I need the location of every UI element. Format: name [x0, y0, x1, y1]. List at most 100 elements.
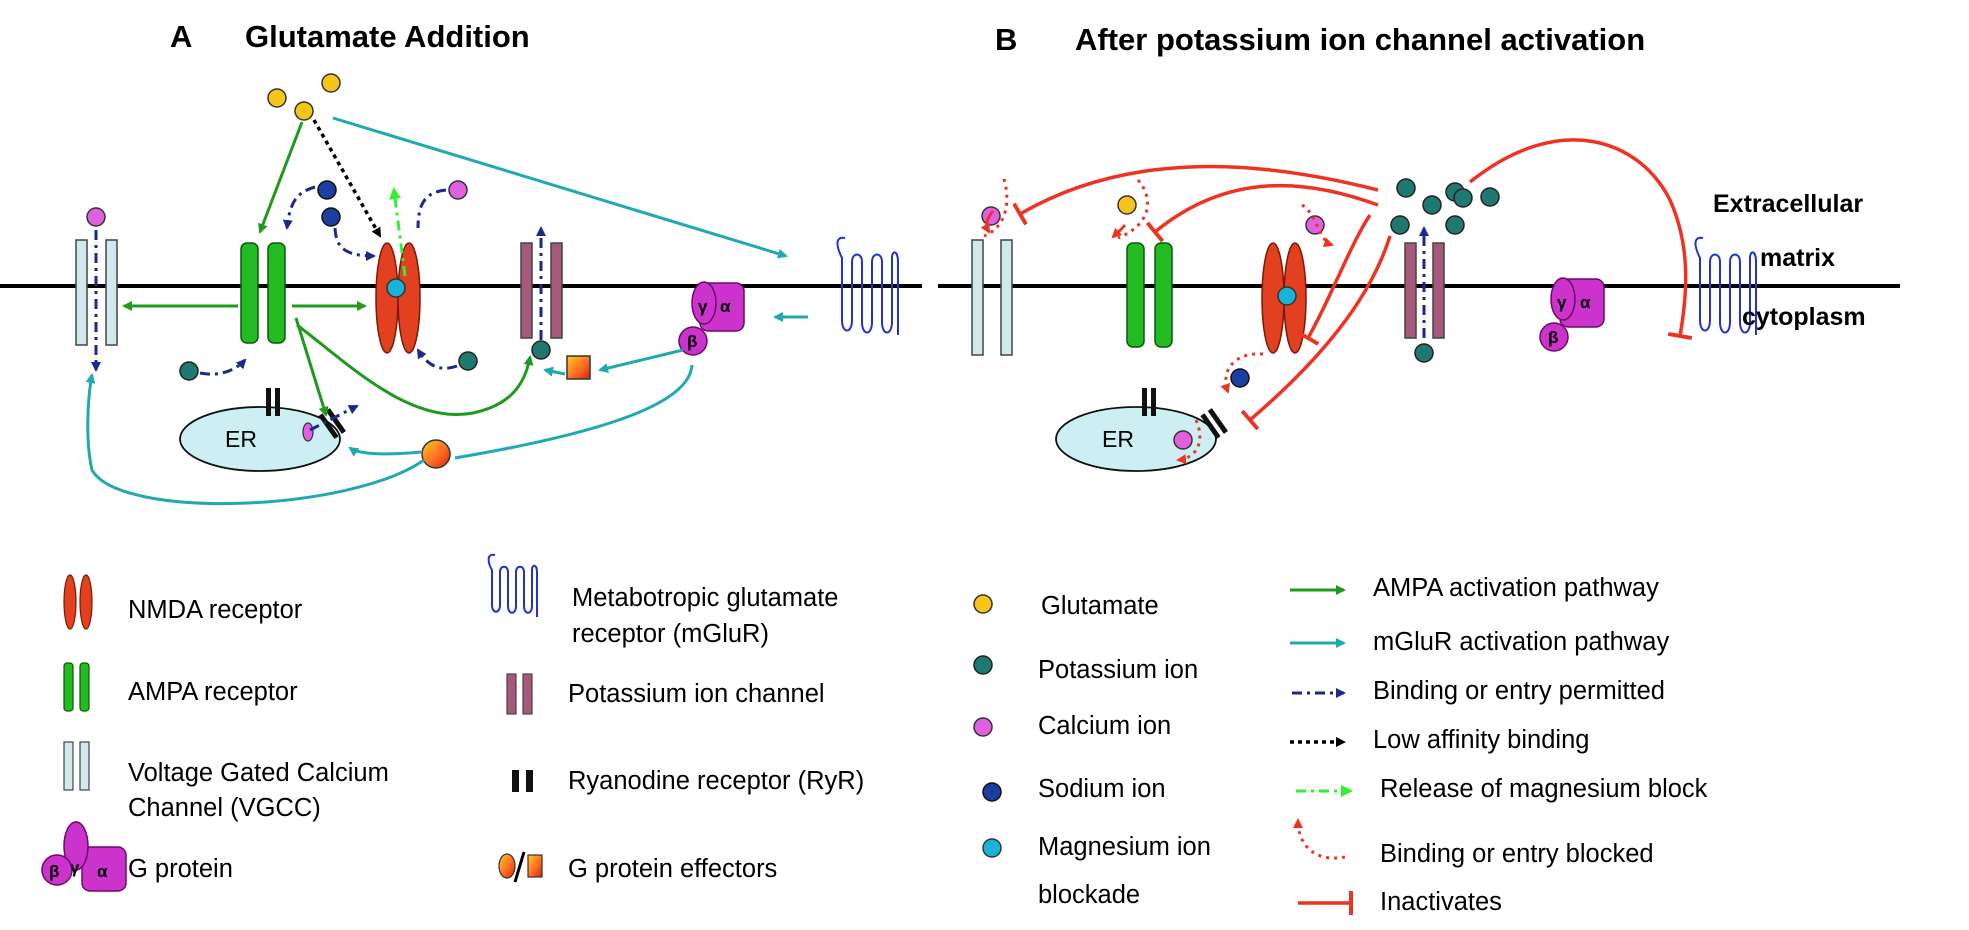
gprotein-alpha: α	[1580, 293, 1591, 312]
ampa-receptor	[240, 242, 286, 344]
panel-b: γ α β ER Extracellular matrix cytoplasm	[971, 138, 1866, 472]
er	[179, 406, 341, 472]
inactivates-line	[1012, 164, 1379, 226]
vgcc-channel	[75, 239, 118, 346]
gprotein-alpha: α	[720, 297, 731, 316]
legend-low-affinity-label: Low affinity binding	[1373, 726, 1589, 754]
potassium-channel	[520, 242, 563, 339]
mglur-activation-arrow	[598, 348, 684, 373]
legend-kchannel-label: Potassium ion channel	[568, 680, 825, 708]
legend-vgcc-label-2: Channel (VGCC)	[128, 794, 321, 822]
g-protein: γ α β	[1539, 277, 1605, 352]
legend-gprotein-icon: β γ α	[41, 821, 127, 892]
legend-nmda-icon	[63, 574, 93, 630]
binding-permitted-arrow	[309, 404, 359, 432]
glutamate	[321, 73, 341, 93]
sodium-ion	[317, 180, 337, 200]
inactivates-line	[1468, 138, 1693, 341]
legend-ryr-label: Ryanodine receptor (RyR)	[568, 767, 864, 795]
er-label: ER	[225, 426, 257, 452]
entry-blocked-arrow	[983, 178, 1009, 238]
calcium-ion	[1173, 430, 1193, 450]
entry-blocked-arrow	[1117, 179, 1150, 240]
g-protein: γ α β	[678, 281, 745, 356]
inactivates-line	[1240, 235, 1392, 431]
entry-blocked-arrow	[1111, 224, 1127, 239]
glutamate	[294, 101, 314, 121]
legend-entry-blocked-label: Binding or entry blocked	[1380, 840, 1654, 868]
legend-vgcc-icon	[63, 741, 90, 791]
sodium-ion	[1230, 368, 1250, 388]
panel-b-title: After potassium ion channel activation	[1075, 22, 1645, 57]
binding-permitted-arrow	[199, 358, 247, 376]
legend-ampa-label: AMPA receptor	[128, 678, 298, 706]
g-protein-effector	[421, 439, 451, 469]
binding-permitted-arrow	[416, 188, 447, 229]
ryanodine-receptor	[266, 388, 280, 416]
gprotein-gamma: γ	[1557, 293, 1567, 312]
legend-mglur-label-2: receptor (mGluR)	[572, 620, 769, 648]
potassium-ion	[1422, 195, 1442, 215]
calcium-ion	[86, 207, 106, 227]
binding-permitted-arrow	[416, 348, 458, 370]
legend-ryr-icon	[512, 770, 533, 792]
legend-glutamate-label: Glutamate	[1041, 592, 1159, 620]
inactivates-line	[1296, 214, 1372, 346]
panel-a: γ α β ER	[75, 73, 899, 506]
potassium-ion	[179, 361, 199, 381]
glutamate	[1117, 195, 1137, 215]
gprotein-alpha: α	[97, 862, 108, 881]
legend-mglur-path-label: mGluR activation pathway	[1373, 628, 1669, 656]
ryanodine-receptor	[318, 408, 346, 440]
calcium-ion	[1305, 215, 1325, 235]
potassium-ion	[1390, 215, 1410, 235]
entry-blocked-arrow	[1220, 352, 1264, 394]
legend-calcium-label: Calcium ion	[1038, 712, 1171, 740]
legend-sodium-icon	[982, 782, 1002, 802]
ampa-activation-arrow	[296, 323, 534, 416]
gprotein-gamma: γ	[70, 858, 80, 877]
potassium-ion	[1480, 187, 1500, 207]
inactivates-line	[1145, 183, 1379, 243]
legend-gprotein-label: G protein	[128, 855, 233, 883]
matrix-label: matrix	[1760, 244, 1835, 272]
glutamate	[267, 88, 287, 108]
er-label: ER	[1102, 426, 1134, 452]
calcium-ion	[302, 422, 314, 442]
legend-binding-permitted-label: Binding or entry permitted	[1373, 677, 1665, 705]
legend-components: NMDA receptor AMPA receptor Voltage Gate…	[41, 553, 864, 892]
ampa-activation-arrow	[294, 317, 329, 417]
cytoplasm-label: cytoplasm	[1742, 303, 1866, 331]
mglur-receptor	[1694, 236, 1757, 335]
calcium-ion	[448, 180, 468, 200]
potassium-ion	[1396, 178, 1416, 198]
potassium-ion	[1445, 215, 1465, 235]
legend-effectors-icon	[498, 851, 543, 883]
gprotein-beta: β	[49, 862, 59, 881]
er	[1055, 406, 1217, 472]
legend-inactivates-label: Inactivates	[1380, 888, 1502, 916]
legend-arrows: AMPA activation pathway mGluR activation…	[1290, 574, 1708, 916]
legend-mglur-label-1: Metabotropic glutamate	[572, 584, 838, 612]
ampa-activation-arrow	[258, 121, 304, 234]
ryanodine-receptor	[1200, 408, 1228, 440]
mglur-receptor	[836, 236, 899, 335]
gprotein-beta: β	[1548, 328, 1558, 347]
g-protein-effector	[566, 355, 591, 380]
potassium-ion	[531, 340, 551, 360]
mglur-activation-arrow	[454, 364, 694, 460]
legend-magnesium-label-2: blockade	[1038, 881, 1140, 909]
legend-potassium-icon	[973, 655, 993, 675]
low-affinity-binding-arrow	[312, 119, 382, 238]
mg-release-arrow	[389, 187, 407, 277]
potassium-ion	[458, 351, 478, 371]
entry-blocked-arrow	[980, 210, 995, 234]
magnesium-ion	[386, 278, 406, 298]
magnesium-ion	[1277, 286, 1297, 306]
legend-kchannel-icon	[506, 673, 533, 715]
legend-mg-release-label: Release of magnesium block	[1380, 775, 1708, 803]
legend-glutamate-icon	[973, 594, 993, 614]
panel-a-letter: A	[170, 19, 192, 54]
legend-magnesium-icon	[982, 838, 1002, 858]
